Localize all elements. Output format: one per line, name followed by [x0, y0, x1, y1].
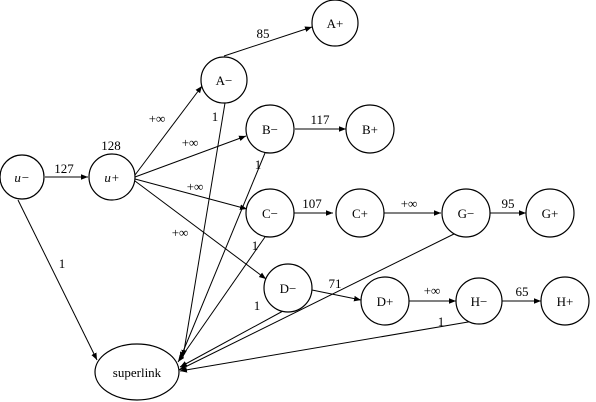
node-d-minus — [263, 263, 313, 313]
label-u-plus-d-minus: +∞ — [172, 225, 189, 240]
node-superlink — [94, 343, 180, 401]
node-d-plus — [360, 276, 410, 326]
node-d-minus-label: D− — [280, 281, 297, 296]
edge-d-minus-superlink — [179, 310, 284, 368]
node-c-plus-label: C+ — [352, 206, 368, 221]
label-u-plus-a-minus: +∞ — [149, 111, 166, 126]
node-a-plus — [311, 0, 359, 47]
node-h-plus — [540, 276, 590, 326]
edge-g-minus-superlink — [178, 231, 459, 371]
edge-a-minus-superlink — [181, 102, 226, 358]
edge-u-plus-a-minus — [134, 85, 203, 176]
node-h-minus-label: H− — [471, 294, 488, 309]
node-c-minus — [245, 188, 295, 238]
label-c-minus-superlink: 1 — [252, 238, 259, 253]
edge-u-plus-c-minus — [134, 178, 248, 210]
label-h-minus-h-plus: 65 — [516, 284, 529, 299]
edge-u-plus-d-minus — [134, 180, 267, 280]
label-g-minus-g-plus: 95 — [502, 196, 515, 211]
label-u-plus-c-minus: +∞ — [187, 179, 204, 194]
edge-labels: 127 128 1 +∞ +∞ +∞ +∞ 85 1 117 1 107 +∞ … — [54, 26, 528, 329]
label-h-minus-superlink: 1 — [438, 314, 445, 329]
label-d-minus-superlink: 1 — [254, 298, 261, 313]
edge-u-plus-b-minus — [134, 135, 247, 178]
label-c-plus-g-minus: +∞ — [401, 196, 418, 211]
node-g-minus-label: G− — [458, 206, 475, 221]
node-u-plus-label: u+ — [104, 170, 119, 185]
label-b-minus-b-plus: 117 — [310, 112, 330, 127]
node-u-minus-label: u− — [14, 170, 29, 185]
label-u-plus-capacity: 128 — [101, 138, 121, 153]
node-a-minus — [200, 56, 248, 104]
edge-d-minus-d-plus — [311, 289, 362, 302]
edge-b-minus-superlink — [179, 152, 266, 360]
node-b-plus — [345, 104, 395, 154]
node-b-plus-label: B+ — [362, 122, 378, 137]
label-u-minus-superlink: 1 — [59, 256, 66, 271]
node-a-minus-label: A− — [216, 73, 233, 88]
label-u-minus-u-plus: 127 — [54, 161, 74, 176]
label-b-minus-superlink: 1 — [255, 157, 262, 172]
node-g-plus — [525, 188, 575, 238]
edges — [17, 26, 541, 373]
node-b-minus — [245, 104, 295, 154]
node-a-plus-label: A+ — [327, 16, 344, 31]
label-c-minus-c-plus: 107 — [302, 196, 322, 211]
edge-a-minus-a-plus — [223, 26, 313, 57]
node-g-plus-label: G+ — [542, 206, 559, 221]
node-g-minus — [441, 188, 491, 238]
edge-c-minus-superlink — [177, 236, 266, 363]
edge-h-minus-superlink — [179, 320, 475, 373]
node-c-minus-label: C− — [262, 206, 278, 221]
node-h-minus — [455, 277, 503, 325]
label-a-minus-superlink: 1 — [212, 109, 219, 124]
node-h-plus-label: H+ — [557, 294, 574, 309]
edge-u-minus-superlink — [17, 199, 98, 361]
node-u-minus — [0, 154, 45, 200]
label-u-plus-b-minus: +∞ — [182, 135, 199, 150]
node-superlink-label: superlink — [113, 365, 162, 380]
node-u-plus — [88, 153, 136, 201]
node-b-minus-label: B− — [262, 122, 278, 137]
label-a-minus-a-plus: 85 — [257, 26, 270, 41]
node-c-plus — [335, 188, 385, 238]
label-d-minus-d-plus: 71 — [329, 276, 342, 291]
label-d-plus-h-minus: +∞ — [424, 283, 441, 298]
node-d-plus-label: D+ — [377, 294, 394, 309]
